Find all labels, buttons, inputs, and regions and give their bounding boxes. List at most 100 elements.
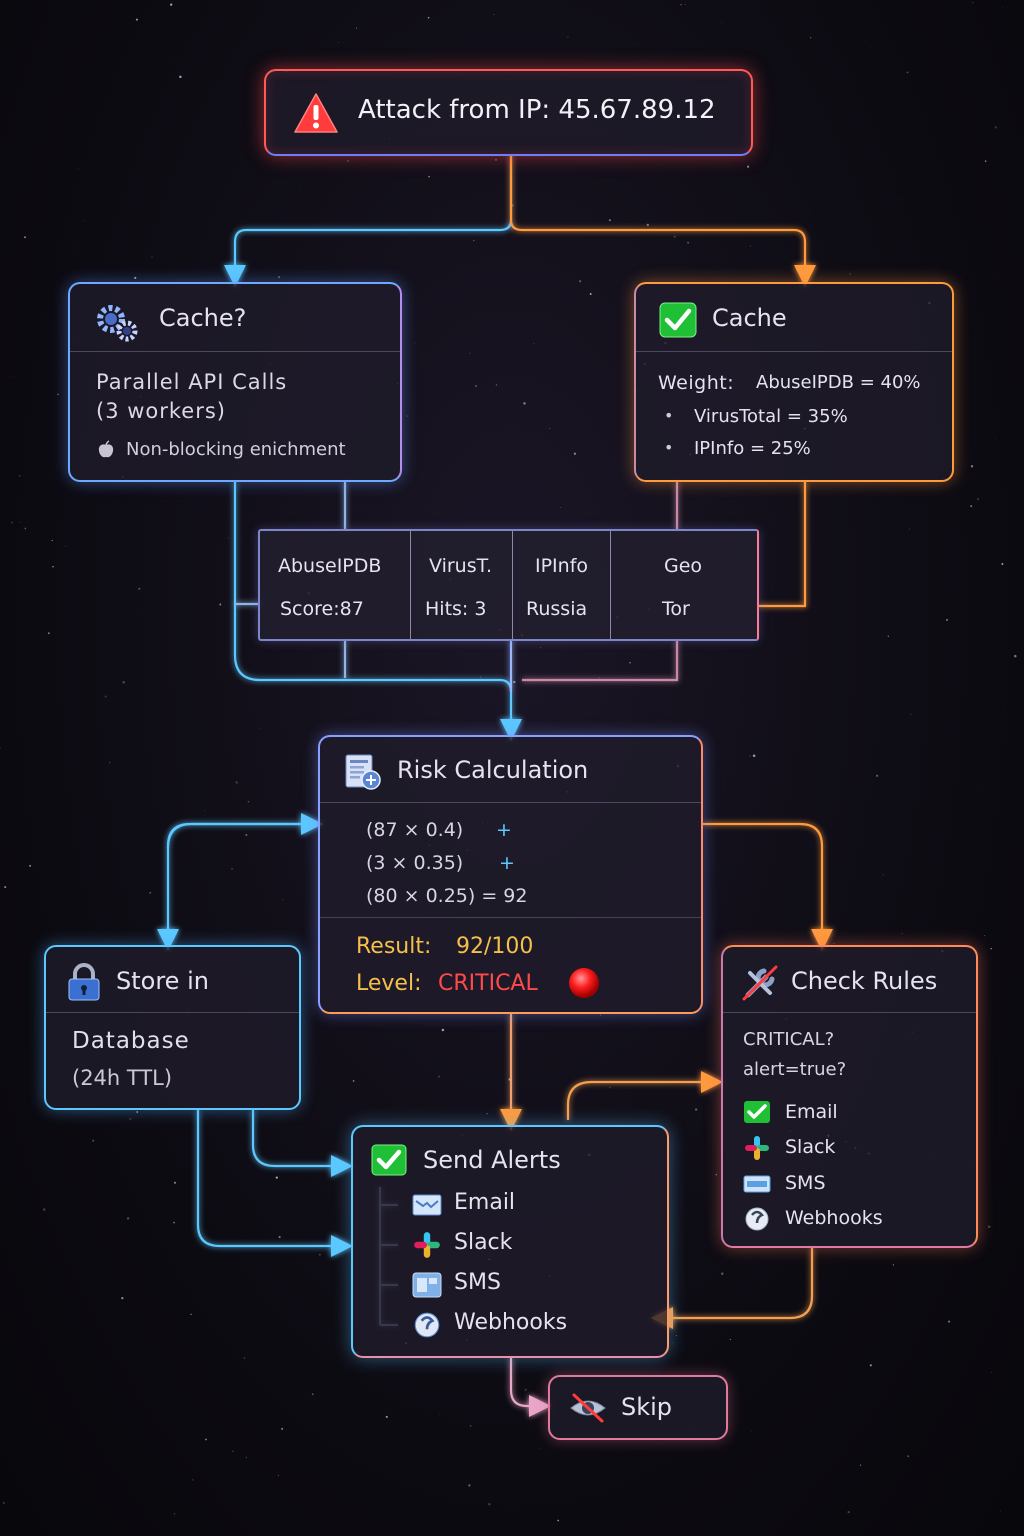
- star: [219, 603, 222, 606]
- store-line1: Database: [72, 1028, 190, 1054]
- star: [809, 36, 812, 39]
- star: [469, 352, 471, 354]
- star: [557, 1519, 560, 1522]
- star: [406, 415, 409, 417]
- bullet-dot: •: [664, 438, 674, 457]
- star: [282, 898, 284, 900]
- star: [10, 521, 13, 524]
- star: [567, 36, 569, 38]
- star: [259, 728, 260, 729]
- cache-hit-box: Cache Weight: AbuseIPDB = 40% • VirusTot…: [634, 282, 954, 482]
- star: [488, 1502, 491, 1506]
- level-label: Level:: [356, 971, 422, 996]
- star: [438, 1075, 441, 1078]
- star: [948, 1320, 951, 1323]
- star: [847, 1511, 850, 1514]
- star: [115, 503, 116, 505]
- star: [252, 1158, 254, 1160]
- rules-title: Check Rules: [791, 967, 938, 995]
- alerts-title: Send Alerts: [423, 1146, 561, 1174]
- weight-ipinfo: IPInfo = 25%: [694, 438, 811, 459]
- star: [441, 1028, 445, 1032]
- cache-miss-title: Cache?: [159, 304, 247, 332]
- star: [243, 1357, 246, 1359]
- star: [1000, 1510, 1001, 1512]
- star: [849, 273, 851, 275]
- webhook-icon: [414, 1312, 440, 1338]
- level-value: CRITICAL: [438, 971, 538, 996]
- star: [65, 545, 67, 547]
- star: [126, 1217, 130, 1220]
- weight-label: Weight:: [658, 372, 735, 394]
- star: [172, 57, 173, 58]
- star: [658, 1442, 660, 1443]
- rules-item-webhooks: Webhooks: [785, 1207, 883, 1229]
- star: [245, 833, 248, 836]
- star: [104, 695, 107, 698]
- lock-icon: [68, 963, 100, 1001]
- star: [646, 223, 649, 227]
- alerts-item-sms: SMS: [454, 1270, 501, 1295]
- formula-line-2: (3 × 0.35): [366, 852, 464, 874]
- rules-item-sms: SMS: [785, 1172, 826, 1194]
- star: [109, 761, 111, 764]
- check-icon: [744, 1101, 770, 1123]
- star: [990, 947, 992, 950]
- star: [42, 1208, 46, 1211]
- star: [173, 1513, 176, 1515]
- bullet-dot: •: [664, 406, 674, 425]
- rules-item-slack: Slack: [785, 1136, 836, 1158]
- star: [71, 247, 73, 249]
- star: [0, 747, 1, 749]
- star: [977, 498, 979, 500]
- formula-line-3: (80 × 0.25) = 92: [366, 885, 528, 907]
- star: [629, 662, 631, 664]
- star: [2, 1502, 5, 1504]
- wrench-cross-icon: [742, 965, 778, 1001]
- slack-icon: [414, 1232, 440, 1258]
- star: [540, 647, 542, 648]
- star: [245, 1456, 247, 1458]
- star: [599, 677, 601, 678]
- attack-title-box: Attack from IP: 45.67.89.12: [264, 69, 753, 156]
- star: [277, 275, 281, 279]
- weight-abuseipdb: AbuseIPDB = 40%: [756, 372, 921, 393]
- star: [122, 681, 125, 684]
- cache-miss-note: Non-blocking enichment: [126, 439, 346, 460]
- warning-icon: [294, 93, 338, 133]
- star: [749, 755, 751, 757]
- alerts-item-slack: Slack: [454, 1230, 513, 1255]
- risk-title: Risk Calculation: [397, 756, 589, 784]
- check-icon: [371, 1144, 407, 1176]
- star: [524, 1388, 528, 1392]
- star: [715, 1173, 718, 1176]
- star: [24, 236, 26, 239]
- star: [228, 537, 230, 539]
- star: [1001, 563, 1004, 565]
- star: [945, 618, 949, 622]
- star: [680, 3, 682, 6]
- star: [281, 1428, 283, 1430]
- star: [578, 280, 582, 283]
- star: [356, 27, 357, 29]
- star: [352, 1080, 355, 1082]
- star: [173, 1221, 175, 1224]
- star: [475, 384, 478, 388]
- star: [540, 1448, 542, 1449]
- star: [57, 393, 59, 396]
- star: [299, 189, 301, 191]
- star: [149, 892, 151, 894]
- skip-label: Skip: [621, 1393, 673, 1421]
- star: [972, 2, 974, 4]
- star: [608, 219, 611, 222]
- star: [204, 809, 206, 812]
- star: [995, 438, 997, 439]
- star: [151, 256, 153, 258]
- star: [385, 1415, 388, 1418]
- star: [277, 1474, 280, 1477]
- star: [876, 774, 879, 777]
- star: [138, 587, 141, 590]
- star: [906, 71, 909, 74]
- formula-line-1: (87 × 0.4): [366, 819, 464, 841]
- star: [994, 126, 997, 129]
